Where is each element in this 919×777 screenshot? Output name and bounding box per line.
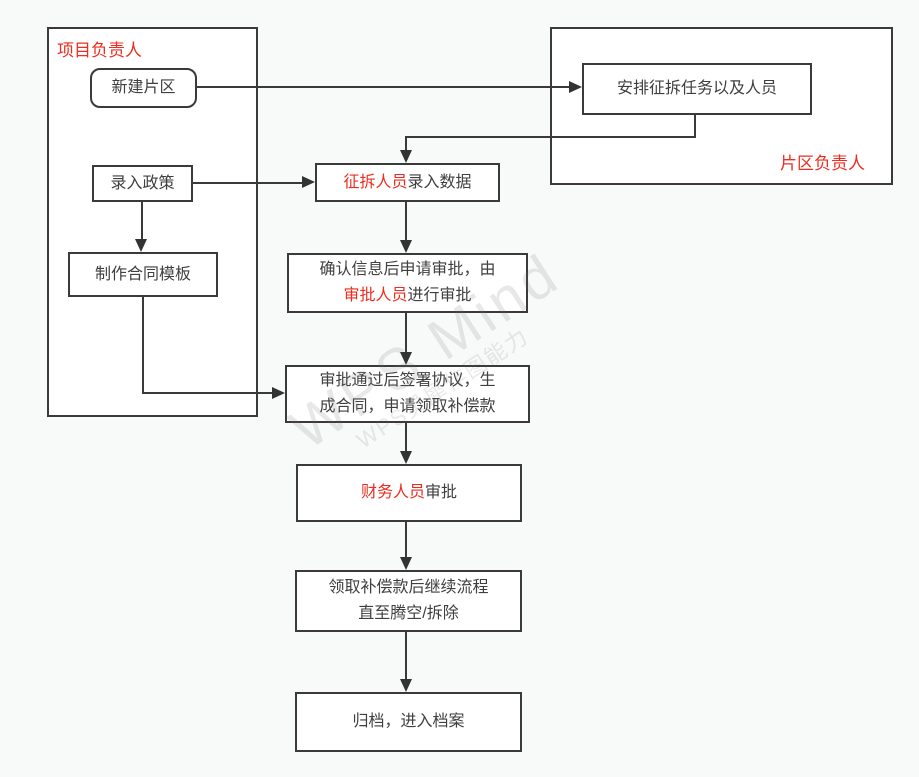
node-finance-staff-approval[interactable]: 财务人员审批 xyxy=(296,464,522,522)
edge-confirm-to-sign-arrowhead-icon xyxy=(400,352,412,365)
node-enter-data-rest-part: 录入数据 xyxy=(407,173,472,191)
node-confirm-rest-part: 进行审批 xyxy=(407,287,472,304)
node-confirm-line2: 审批人员进行审批 xyxy=(319,283,495,309)
node-finance-label: 财务人员审批 xyxy=(361,480,457,506)
node-arrange-label: 安排征拆任务以及人员 xyxy=(616,80,777,97)
node-new-area-label: 新建片区 xyxy=(111,79,176,96)
node-confirm-apply-approval[interactable]: 确认信息后申请审批，由 审批人员进行审批 xyxy=(287,253,528,313)
edge-finance-to-receive-line xyxy=(405,522,407,558)
node-confirm-label: 确认信息后申请审批，由 审批人员进行审批 xyxy=(319,257,495,309)
node-finance-red-part: 财务人员 xyxy=(360,484,425,501)
edge-sign-to-finance-arrowhead-icon xyxy=(400,451,412,464)
group-label-project-owner: 项目负责人 xyxy=(57,41,142,60)
node-sign-line1: 审批通过后签署协议，生 xyxy=(319,372,496,389)
edge-new-area-to-arrange-arrowhead-icon xyxy=(569,81,582,93)
edge-arrange-to-enter-data-segment3 xyxy=(405,138,407,151)
node-template-label: 制作合同模板 xyxy=(94,265,191,283)
node-confirm-line1: 确认信息后申请审批，由 xyxy=(319,261,496,278)
node-receive-line1: 领取补偿款后继续流程 xyxy=(328,579,489,596)
node-confirm-red-part: 审批人员 xyxy=(343,287,408,304)
node-receive-compensation-continue[interactable]: 领取补偿款后继续流程 直至腾空/拆除 xyxy=(295,570,522,632)
edge-receive-to-archive-line xyxy=(405,632,407,680)
group-label-district-owner: 片区负责人 xyxy=(780,154,865,173)
node-make-contract-template[interactable]: 制作合同模板 xyxy=(68,252,218,297)
edge-enter-data-to-confirm-arrowhead-icon xyxy=(400,240,412,253)
edge-policy-to-enter-data-line xyxy=(193,182,303,184)
node-receive-label: 领取补偿款后继续流程 直至腾空/拆除 xyxy=(328,575,488,627)
node-enter-data-red-part: 征拆人员 xyxy=(343,173,408,191)
edge-sign-to-finance-line xyxy=(405,423,407,452)
edge-policy-to-template-line xyxy=(141,202,143,240)
edge-finance-to-receive-arrowhead-icon xyxy=(400,557,412,570)
node-sign-agreement-generate-contract[interactable]: 审批通过后签署协议，生 成合同，申请领取补偿款 xyxy=(285,365,530,423)
edge-template-to-sign-arrowhead-icon xyxy=(272,387,285,399)
node-demolition-staff-enter-data[interactable]: 征拆人员录入数据 xyxy=(315,163,500,202)
edge-confirm-to-sign-line xyxy=(405,313,407,353)
node-sign-line2: 成合同，申请领取补偿款 xyxy=(319,398,496,415)
node-archive[interactable]: 归档，进入档案 xyxy=(295,692,522,752)
node-receive-line2: 直至腾空/拆除 xyxy=(358,605,459,622)
edge-new-area-to-arrange-line xyxy=(197,86,569,88)
edge-arrange-to-enter-data-segment2 xyxy=(405,136,696,138)
edge-receive-to-archive-arrowhead-icon xyxy=(400,679,412,692)
node-enter-policy[interactable]: 录入政策 xyxy=(92,165,193,202)
node-archive-label: 归档，进入档案 xyxy=(352,713,465,730)
edge-enter-data-to-confirm-line xyxy=(405,202,407,242)
node-enter-data-label: 征拆人员录入数据 xyxy=(343,170,471,196)
node-finance-rest-part: 审批 xyxy=(425,484,458,501)
node-policy-label: 录入政策 xyxy=(110,174,175,192)
edge-arrange-to-enter-data-segment1 xyxy=(694,115,696,138)
edge-template-to-sign-segment1 xyxy=(142,297,144,393)
edge-policy-to-enter-data-arrowhead-icon xyxy=(302,176,315,188)
node-new-area[interactable]: 新建片区 xyxy=(90,68,197,108)
edge-template-to-sign-segment2 xyxy=(142,392,272,394)
edge-arrange-to-enter-data-arrowhead-icon xyxy=(400,150,412,163)
node-arrange-demolition-task[interactable]: 安排征拆任务以及人员 xyxy=(582,63,812,115)
edge-policy-to-template-arrowhead-icon xyxy=(135,239,147,252)
node-sign-label: 审批通过后签署协议，生 成合同，申请领取补偿款 xyxy=(319,368,495,420)
